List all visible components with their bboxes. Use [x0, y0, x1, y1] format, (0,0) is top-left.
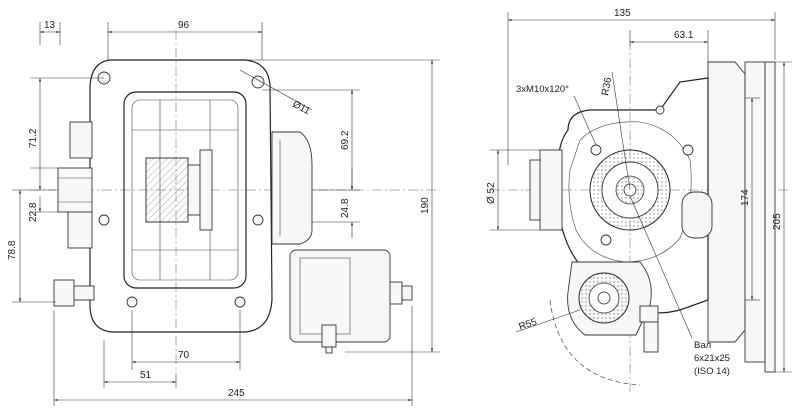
dim-24-8: 24.8: [340, 198, 351, 218]
side-mounting-flange: [707, 61, 776, 373]
dim-135: 135: [614, 8, 631, 19]
dim-205: 205: [772, 213, 783, 230]
dim-69-2: 69.2: [340, 130, 351, 150]
gear: [145, 149, 213, 231]
label-holes: 3xM10x120°: [516, 84, 569, 95]
dim-r55: R55: [518, 317, 539, 333]
front-housing-window: [123, 91, 247, 289]
front-view: 13 96 Ø11 71.2 22.8 78.8 69.2 24.8: [7, 20, 440, 406]
r55-arc: [549, 299, 641, 386]
dim-22-8: 22.8: [28, 202, 39, 222]
dim-d11: Ø11: [291, 99, 313, 117]
dim-71-2: 71.2: [28, 128, 39, 148]
dim-245: 245: [228, 388, 245, 399]
label-shaft-line1: Вал: [694, 340, 711, 351]
label-shaft-line3: (ISO 14): [694, 366, 730, 377]
dim-r36: R36: [600, 76, 614, 96]
dim-78-8: 78.8: [7, 240, 18, 260]
front-bottom-left-fitting: [53, 279, 95, 307]
right-side-cover: [271, 131, 313, 245]
dim-13: 13: [44, 20, 56, 31]
dim-63-1: 63.1: [674, 30, 694, 41]
side-view: 135 63.1 3xM10x120° R36 Ø 52 174 205 R55: [486, 8, 792, 395]
dim-d52: Ø 52: [486, 182, 497, 204]
side-input-stub: [529, 149, 563, 231]
dim-96: 96: [178, 20, 190, 31]
dim-70: 70: [178, 350, 190, 361]
label-shaft-line2: 6x21x25: [694, 353, 730, 364]
left-input-shaft: [57, 121, 93, 249]
dim-51: 51: [140, 370, 152, 381]
dim-190: 190: [420, 197, 431, 214]
side-output-bearing: [567, 261, 659, 353]
front-mounting-flange: [89, 59, 273, 333]
side-right-lobe: [681, 191, 713, 239]
dim-174: 174: [740, 189, 751, 206]
valve-block: [289, 249, 413, 354]
